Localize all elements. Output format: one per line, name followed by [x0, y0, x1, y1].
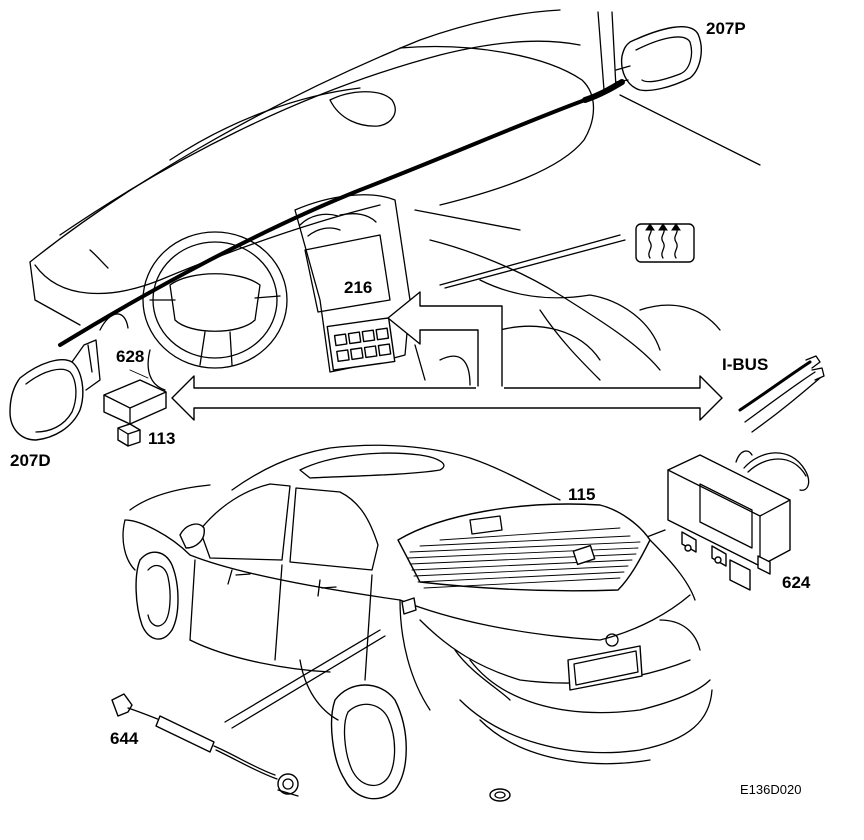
rear-window-115 [397, 503, 651, 592]
label-216: 216 [344, 278, 372, 297]
antenna-leader [224, 629, 381, 723]
label-115: 115 [568, 485, 595, 504]
label-113: 113 [148, 429, 175, 448]
connector-113 [117, 423, 141, 447]
label-207p: 207P [706, 19, 746, 38]
label-644: 644 [110, 729, 139, 748]
label-624: 624 [782, 573, 811, 592]
steering-wheel [142, 231, 288, 369]
antenna-cable-644 [111, 693, 299, 797]
rear-defrost-icon [635, 223, 695, 263]
label-628: 628 [116, 347, 144, 366]
defrost-leader [439, 234, 621, 286]
figure-reference: E136D020 [740, 782, 801, 797]
label-ibus: I-BUS [722, 355, 768, 374]
mirror-passenger [615, 26, 702, 92]
label-207d: 207D [10, 451, 51, 470]
defrost-leader-2 [444, 239, 626, 289]
antenna-leader-2 [231, 635, 386, 729]
switch-panel-216 [326, 317, 396, 371]
control-module-628 [103, 369, 167, 425]
mirror-driver [9, 339, 101, 441]
relay-unit-624 [667, 450, 810, 591]
ibus-cable [738, 355, 825, 433]
car-body [122, 444, 713, 802]
signal-arrows [171, 291, 723, 421]
